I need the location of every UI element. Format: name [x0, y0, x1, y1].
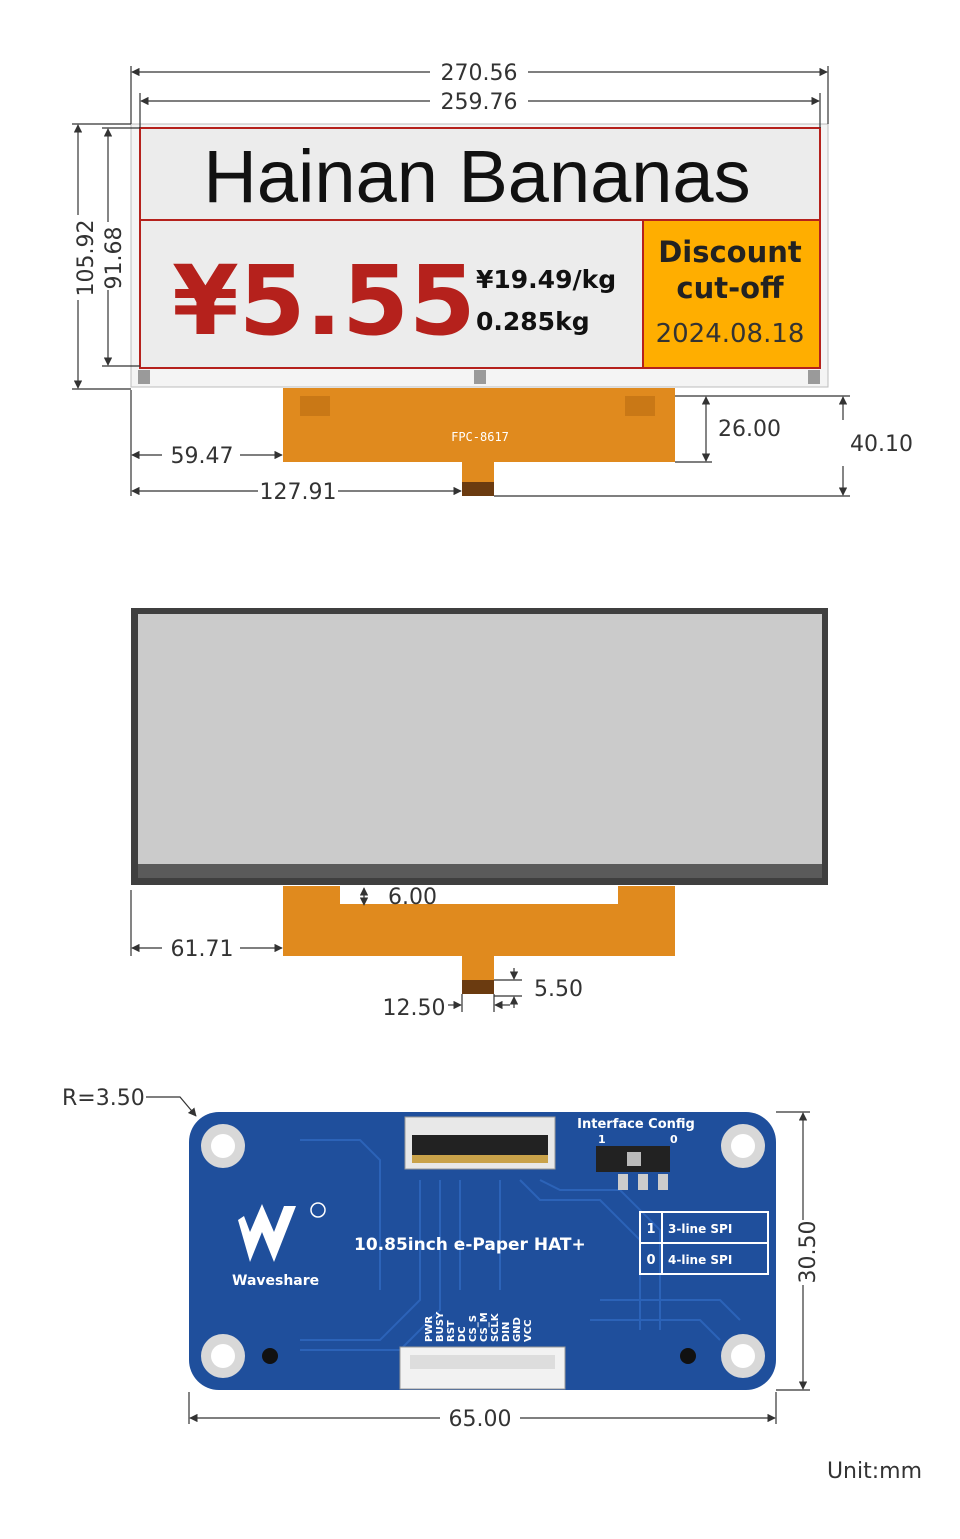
dim-connector-offset: 127.91 [260, 480, 337, 505]
unit-price: ¥19.49/kg [476, 265, 616, 294]
switch-label-0: 0 [670, 1133, 678, 1146]
pin-label: DIN [501, 1322, 512, 1342]
dim-back-fpc-offset: 61.71 [171, 937, 234, 962]
pin-label: CS_M [479, 1312, 490, 1342]
hat-dimensions [146, 1096, 810, 1424]
dim-fpc-offset: 59.47 [171, 444, 234, 469]
pin-header-connector [399, 1346, 566, 1390]
dim-board-height: 30.50 [796, 1221, 821, 1284]
interface-config-title: Interface Config [577, 1117, 695, 1132]
dim-tail-length: 5.50 [534, 977, 583, 1002]
pin-label: SCLK [490, 1312, 501, 1342]
mounting-holes [201, 1124, 765, 1378]
dim-board-width: 65.00 [449, 1407, 512, 1432]
dim-fpc-length: 26.00 [718, 417, 781, 442]
fpc-connector [404, 1116, 556, 1170]
pin-label: CS_S [468, 1315, 479, 1342]
fpc-label: FPC-8617 [451, 430, 509, 444]
config-row-2-label: 4-line SPI [668, 1253, 732, 1267]
waveshare-logo-icon [238, 1202, 326, 1262]
dim-total-fpc-height: 40.10 [850, 432, 913, 457]
front-fpc: FPC-8617 [283, 388, 675, 496]
dim-active-width: 259.76 [441, 90, 518, 115]
unit-note: Unit:mm [827, 1459, 922, 1484]
board-name: 10.85inch e-Paper HAT+ [354, 1235, 586, 1255]
pin-label: PWR [424, 1316, 435, 1342]
discount-line2: cut-off [676, 271, 784, 305]
config-row-1-value: 1 [646, 1222, 655, 1237]
discount-date: 2024.08.18 [656, 319, 805, 349]
dim-corner-radius: R=3.50 [62, 1086, 145, 1111]
config-row-1-label: 3-line SPI [668, 1222, 732, 1236]
dim-tail-width: 12.50 [383, 996, 446, 1021]
back-display [131, 608, 828, 994]
switch-label-1: 1 [598, 1133, 606, 1146]
interface-switch [596, 1146, 670, 1190]
dim-outer-height: 105.92 [74, 220, 99, 297]
discount-box [644, 221, 819, 367]
config-table: 1 3-line SPI 0 4-line SPI [639, 1211, 769, 1275]
dim-active-height: 91.68 [102, 227, 127, 290]
back-panel-surface [138, 614, 822, 864]
hat-board: Interface Config 1 0 Waveshare 10.85inch… [189, 1112, 776, 1390]
dim-outer-width: 270.56 [441, 61, 518, 86]
front-dimensions [72, 66, 850, 497]
product-name: Hainan Bananas [203, 135, 750, 218]
config-row-2-value: 0 [646, 1253, 655, 1268]
brand-name: Waveshare [232, 1273, 319, 1289]
price: ¥5.55 [172, 245, 476, 357]
pin-label: RST [446, 1320, 457, 1342]
discount-line1: Discount [658, 235, 802, 269]
back-dimensions [130, 887, 522, 1012]
weight: 0.285kg [476, 307, 590, 336]
pin-label: GND [512, 1317, 523, 1342]
front-display: FPC-8617 Hainan Bananas ¥5.55 ¥19.49/kg … [130, 123, 829, 496]
pin-label: VCC [523, 1320, 534, 1342]
pin-label: DC [457, 1326, 468, 1342]
pin-label: BUSY [435, 1311, 446, 1342]
dim-fpc-gap: 6.00 [388, 885, 437, 910]
